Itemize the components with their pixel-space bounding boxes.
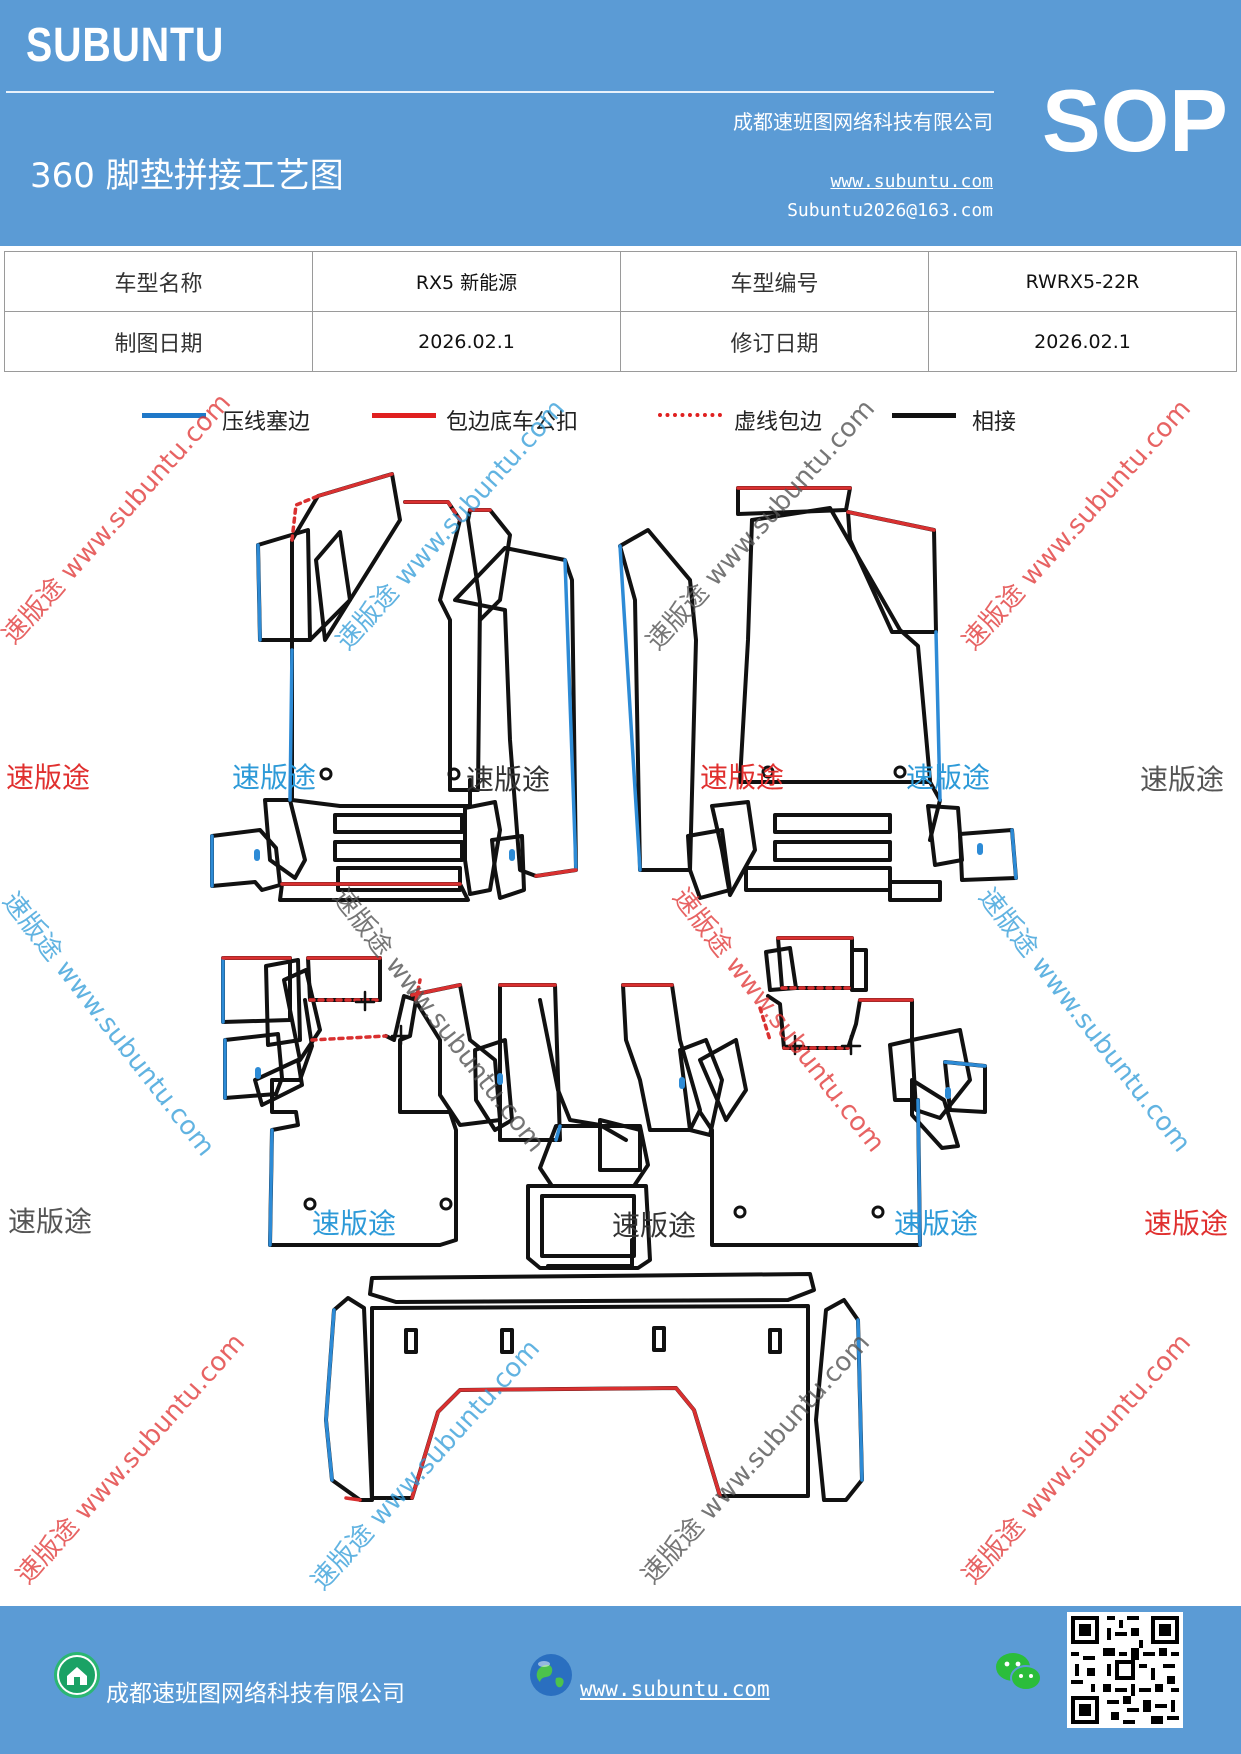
qr-code-image [1071,1616,1179,1724]
legend-swatch-black [892,413,956,418]
watermark-short: 速版途 [906,761,991,794]
watermark-short: 速版途 [312,1207,397,1240]
watermark-short: 速版途 [894,1207,979,1240]
legend-label: 压线塞边 [222,410,311,435]
table-row: 制图日期 2026.02.1 修订日期 2026.02.1 [4,311,1237,372]
legend-swatch-blue [142,413,206,418]
email-address: Subuntu2026@163.com [787,200,993,221]
model-name-label: 车型名称 [4,251,313,312]
company-name: 成都速班图网络科技有限公司 [733,110,993,134]
watermark-short: 速版途 [8,1205,93,1238]
legend-label: 包边底车公扣 [446,410,579,435]
legend-swatch-red [372,413,436,418]
watermark-short: 速版途 [466,763,551,796]
header-divider [6,91,994,93]
front-left-mat [210,472,578,902]
footer-website-link[interactable]: www.subuntu.com [580,1677,770,1701]
globe-icon [530,1654,572,1696]
front-right-mat [618,486,1018,902]
doc-type-badge: SOP [1042,71,1228,170]
table-row: 车型名称 RX5 新能源 车型编号 RWRX5-22R [4,251,1237,312]
dotted-hem-edges [290,494,854,1050]
watermark-short: 速版途 [612,1209,697,1242]
watermark-short: 速版途 [232,761,317,794]
pressed-edges [210,543,1018,1482]
model-code-label: 车型编号 [620,251,929,312]
hem-edges [221,472,936,1502]
draw-date-value: 2026.02.1 [312,311,621,372]
legend-label: 相接 [972,410,1017,435]
header: SUBUNTU 成都速班图网络科技有限公司 360 脚垫拼接工艺图 www.su… [0,0,1241,246]
qr-code [1067,1612,1183,1728]
brand-logo: SUBUNTU [26,19,225,72]
company-icon [54,1652,100,1698]
revise-date-value: 2026.02.1 [928,311,1237,372]
info-table: 车型名称 RX5 新能源 车型编号 RWRX5-22R 制图日期 2026.02… [4,251,1237,372]
wechat-icon [994,1650,1044,1694]
watermark-short: 速版途 [6,761,91,794]
company-icon [57,1655,97,1695]
draw-date-label: 制图日期 [4,311,313,372]
watermark-short: 速版途 [1144,1207,1229,1240]
footer: 成都速班图网络科技有限公司 www.subuntu.com [0,1606,1241,1754]
joint-symbols [354,990,862,1056]
model-name-value: RX5 新能源 [312,251,621,312]
wechat-icon [996,1653,1042,1691]
revise-date-label: 修订日期 [620,311,929,372]
watermark-short: 速版途 [1140,763,1225,796]
legend-label: 虚线包边 [734,410,823,435]
document-title: 360 脚垫拼接工艺图 [30,156,344,196]
legend-swatch-red-dotted [658,413,722,417]
center-tunnel-mat [526,1124,652,1270]
website-link[interactable]: www.subuntu.com [830,171,993,192]
watermark-short: 速版途 [700,761,785,794]
footer-company: 成都速班图网络科技有限公司 [106,1681,405,1707]
model-code-value: RWRX5-22R [928,251,1237,312]
globe-icon [528,1652,574,1698]
